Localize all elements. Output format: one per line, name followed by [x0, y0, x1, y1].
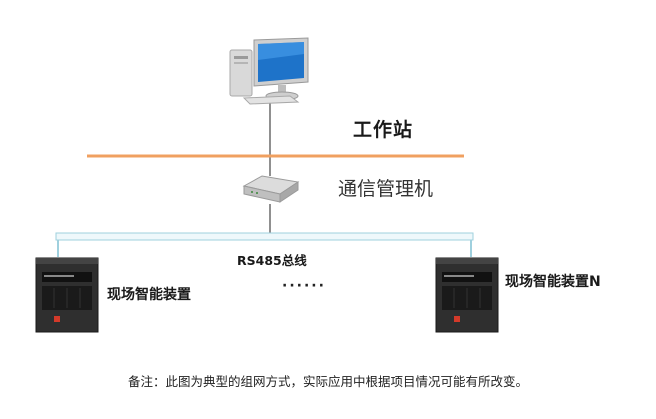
footnote: 备注：此图为典型的组网方式，实际应用中根据项目情况可能有所改变。 [127, 374, 528, 389]
router-label: 通信管理机 [338, 178, 434, 200]
network-router-icon [242, 175, 300, 203]
field-device-icon [435, 257, 499, 333]
device-right-label: 现场智能装置N [505, 274, 601, 290]
ellipsis: ······ [282, 278, 326, 294]
rs485-bus [55, 232, 474, 241]
bus-label: RS485总线 [237, 253, 307, 268]
field-device-icon [35, 257, 99, 333]
desktop-computer-icon [229, 37, 309, 105]
workstation-label: 工作站 [353, 119, 414, 141]
device-left-label: 现场智能装置 [107, 287, 191, 303]
